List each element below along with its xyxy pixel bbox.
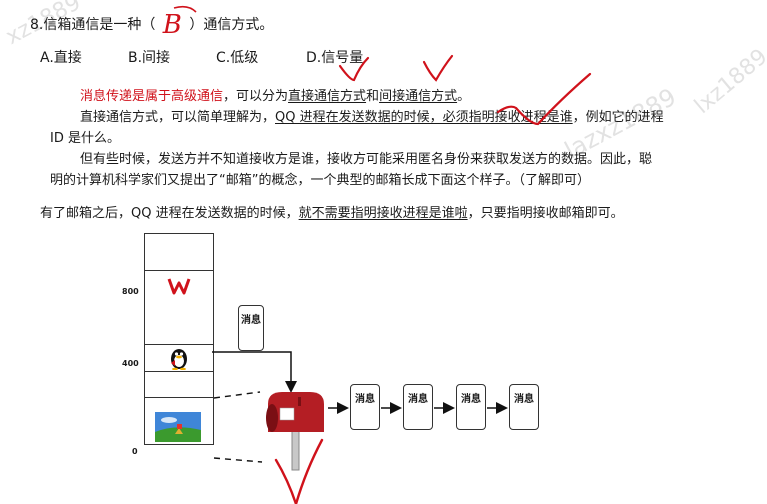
stack-divider (145, 371, 213, 372)
landscape-image (155, 412, 201, 442)
option-b: B.间接 (128, 50, 171, 66)
text: 。 (457, 89, 471, 104)
text: ，可以分为 (223, 89, 289, 104)
option-a: A.直接 (40, 50, 82, 66)
question-prefix: 8.信箱通信是一种（ (30, 17, 156, 33)
handwritten-answer: B (162, 10, 182, 40)
text: 直接通信方式，可以简单理解为， (80, 110, 276, 125)
y-label-800: 800 (122, 287, 139, 296)
qq-penguin-icon (167, 346, 191, 371)
stack-divider (145, 270, 213, 271)
paragraph-4: 有了邮箱之后，QQ 进程在发送数据的时候，就不需要指明接收进程是谁啦，只要指明接… (40, 203, 624, 225)
memory-stack (144, 233, 214, 445)
queue-message-2: 消息 (403, 384, 433, 430)
paragraph-3-line-1: 但有些时候，发送方并不知道接收方是谁，接收方可能采用匿名身份来获取发送方的数据。… (80, 152, 653, 167)
underline-direct: 直接通信方式 (288, 89, 367, 104)
option-d: D.信号量 (306, 50, 364, 66)
question-line: 8.信箱通信是一种（ B ）通信方式。 (30, 10, 273, 40)
queue-message-3: 消息 (456, 384, 486, 430)
incoming-message-box: 消息 (238, 305, 264, 351)
paragraph-3-line-2: 明的计算机科学家们又提出了“邮箱”的概念，一个典型的邮箱长成下面这个样子。（了解… (50, 173, 590, 188)
stack-divider (145, 397, 213, 398)
text: 和 (366, 89, 380, 104)
underline-indirect: 间接通信方式 (379, 89, 458, 104)
text: ，只要指明接收邮箱即可。 (467, 206, 624, 221)
y-label-0: 0 (132, 447, 138, 456)
paragraph-2-line-2: ID 是什么。 (50, 131, 120, 146)
text: ，例如它的进程 (572, 110, 664, 125)
paragraph-2: 直接通信方式，可以简单理解为，QQ 进程在发送数据的时候，必须指明接收进程是谁，… (80, 107, 664, 129)
queue-message-4: 消息 (509, 384, 539, 430)
underline-no-receiver: 就不需要指明接收进程是谁啦 (298, 206, 468, 221)
question-suffix: ）通信方式。 (189, 17, 274, 33)
stack-divider (145, 344, 213, 345)
mailbox-icon (266, 392, 324, 471)
wps-logo-icon (167, 276, 191, 296)
red-lead-text: 消息传递是属于高级通信 (80, 89, 224, 104)
paragraph-1: 消息传递是属于高级通信，可以分为直接通信方式和间接通信方式。 (80, 86, 470, 108)
underline-direct-desc: QQ 进程在发送数据的时候，必须指明接收进程是谁 (275, 110, 573, 125)
queue-message-1: 消息 (350, 384, 380, 430)
option-c: C.低级 (216, 50, 259, 66)
text: 有了邮箱之后，QQ 进程在发送数据的时候， (40, 206, 299, 221)
y-label-400: 400 (122, 359, 139, 368)
